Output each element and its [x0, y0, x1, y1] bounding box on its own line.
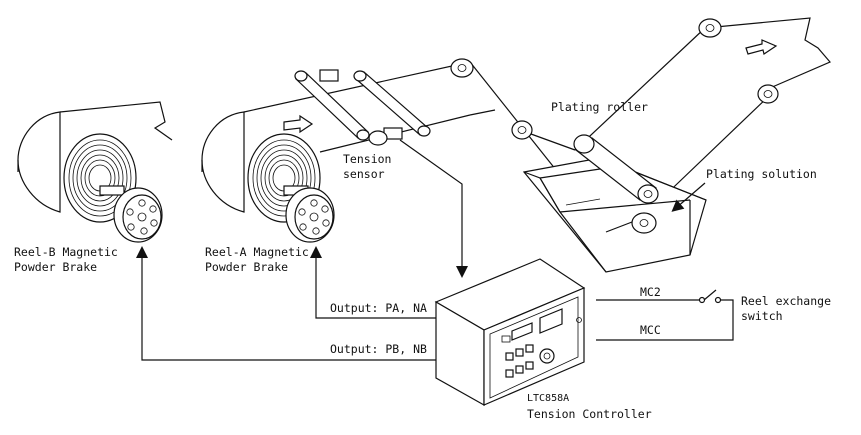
sensor-signal-line: [399, 139, 468, 278]
svg-text:Tension Controller: Tension Controller: [527, 407, 652, 421]
controller-knob[interactable]: [539, 348, 555, 364]
svg-text:Tension: Tension: [343, 152, 391, 166]
reel-b-coil-rings: [68, 139, 132, 217]
reel-exchange-switch-label: Reel exchange switch: [741, 294, 831, 323]
output-a-label: Output: PA, NA: [330, 301, 427, 315]
reel-a-label: Reel-A Magnetic Powder Brake: [205, 245, 309, 274]
controller-button-1[interactable]: [505, 352, 514, 361]
svg-text:Powder Brake: Powder Brake: [205, 260, 288, 274]
output-a-line: [310, 246, 436, 319]
output-b-label: Output: PB, NB: [330, 342, 427, 356]
reel-a-coil-rings: [252, 139, 316, 217]
plating-solution-leader: [671, 182, 706, 212]
reel-b-brake: [113, 187, 163, 243]
controller-button-2[interactable]: [515, 348, 524, 357]
mc2-label: MC2: [640, 285, 661, 299]
tension-sensor-block-top: [319, 69, 339, 82]
svg-text:sensor: sensor: [343, 167, 385, 181]
web-direction-arrow-right: [745, 39, 778, 55]
tension-sensor-label: Tension sensor: [343, 152, 391, 181]
plating-roller: [573, 134, 659, 234]
tension-rollers: [294, 69, 431, 146]
reel-b-assembly: [17, 101, 173, 243]
idler-roller-upper-right: [698, 18, 722, 38]
idler-roller-top: [450, 58, 474, 78]
svg-text:Powder Brake: Powder Brake: [14, 260, 97, 274]
svg-text:Reel-B Magnetic: Reel-B Magnetic: [14, 245, 118, 259]
reel-a-assembly: [201, 61, 471, 243]
output-b-line: [136, 246, 436, 361]
controller-label: LTC858A Tension Controller: [527, 393, 652, 421]
mcc-label: MCC: [640, 323, 661, 337]
controller-button-6[interactable]: [525, 361, 534, 370]
plating-roller-label: Plating roller: [551, 100, 648, 114]
svg-text:Reel-A Magnetic: Reel-A Magnetic: [205, 245, 309, 259]
controller-display-main: [539, 308, 563, 334]
web-direction-arrow-left: [283, 114, 314, 134]
reel-exchange-circuit: [596, 289, 734, 341]
tension-roller-right: [353, 70, 431, 137]
idler-roller-right: [757, 84, 779, 104]
plating-solution-label: Plating solution: [706, 167, 817, 181]
reel-a-brake: [285, 187, 335, 243]
controller-display-secondary: [511, 322, 533, 341]
tension-roller-left: [294, 70, 370, 141]
controller-button-5[interactable]: [515, 365, 524, 374]
svg-text:switch: switch: [741, 309, 783, 323]
controller-button-4[interactable]: [505, 369, 514, 378]
reel-b-label: Reel-B Magnetic Powder Brake: [14, 245, 118, 274]
controller-button-3[interactable]: [525, 344, 534, 353]
svg-text:LTC858A: LTC858A: [527, 393, 569, 404]
idler-roller-mid: [511, 120, 533, 140]
svg-text:Reel exchange: Reel exchange: [741, 294, 831, 308]
tension-controller: [434, 258, 586, 407]
